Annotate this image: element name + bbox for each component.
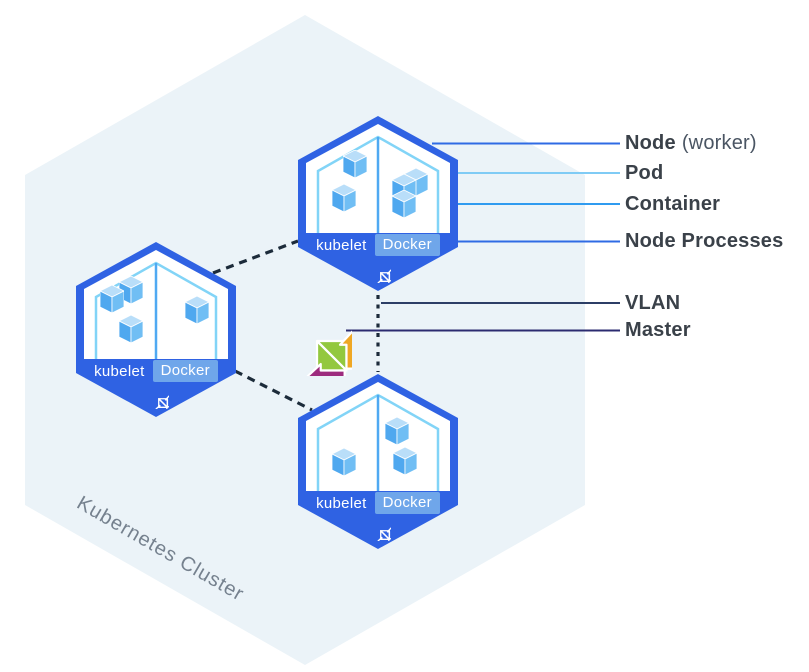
- container-cube: [332, 184, 356, 212]
- legend-label: Pod: [625, 162, 664, 184]
- container-cube: [185, 296, 209, 324]
- docker-badge: Docker: [152, 360, 218, 382]
- container-cube: [100, 285, 124, 313]
- worker-node-top: kubelet Docker: [298, 116, 458, 291]
- worker-node-left: kubelet Docker: [76, 242, 236, 417]
- legend-item-master: Master: [625, 318, 691, 342]
- legend-item-node: Node(worker): [625, 131, 757, 155]
- container-cube: [119, 315, 143, 343]
- legend-label: Container: [625, 193, 721, 215]
- legend-label: Node Processes: [625, 230, 784, 252]
- container-cube: [385, 417, 409, 445]
- worker-node-bottom: kubelet Docker: [298, 374, 458, 549]
- pinwheel-outline-icon: [364, 256, 391, 283]
- container-cube: [392, 190, 416, 218]
- legend-label: VLAN: [625, 292, 681, 314]
- vlan-link-left-bottom: [234, 369, 313, 412]
- vlan-link-left-top: [212, 239, 299, 275]
- legend-label: Node: [625, 132, 676, 154]
- pinwheel-outline-icon: [364, 514, 391, 541]
- container-cube: [332, 448, 356, 476]
- legend-item-container: Container: [625, 192, 720, 216]
- docker-badge: Docker: [374, 234, 440, 256]
- node-processes-band: kubelet Docker: [76, 358, 236, 384]
- docker-badge: Docker: [374, 492, 440, 514]
- container-cube: [393, 447, 417, 475]
- pinwheel-outline-icon: [142, 382, 169, 409]
- legend-suffix: (worker): [681, 132, 757, 154]
- container-cube: [343, 150, 367, 178]
- node-processes-band: kubelet Docker: [298, 232, 458, 258]
- legend-item-vlan: VLAN: [625, 291, 680, 315]
- kubelet-label: kubelet: [316, 494, 367, 512]
- kubelet-label: kubelet: [316, 236, 367, 254]
- legend-item-pod: Pod: [625, 161, 663, 185]
- legend-item-node-processes: Node Processes: [625, 229, 783, 253]
- master-centos-pinwheel-icon: [260, 284, 352, 376]
- legend-label: Master: [625, 319, 691, 341]
- node-processes-band: kubelet Docker: [298, 490, 458, 516]
- kubelet-label: kubelet: [94, 362, 145, 380]
